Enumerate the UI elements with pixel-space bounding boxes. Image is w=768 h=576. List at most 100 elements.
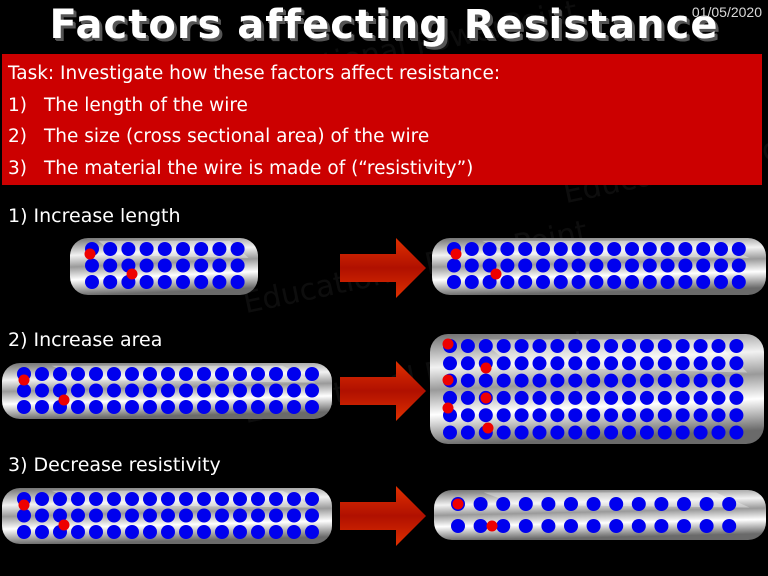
atom	[675, 356, 690, 371]
atom	[460, 408, 475, 423]
atom	[622, 390, 636, 405]
atom	[305, 367, 319, 381]
electron	[18, 374, 30, 386]
atom	[532, 356, 547, 371]
atom	[496, 408, 511, 423]
atom	[194, 242, 209, 256]
atom	[607, 275, 622, 289]
atom	[460, 373, 475, 388]
atom	[143, 383, 157, 398]
atom	[233, 508, 247, 523]
electron	[480, 392, 492, 404]
atom	[230, 242, 245, 256]
electron	[480, 362, 492, 374]
atom	[139, 275, 154, 289]
atom	[586, 373, 601, 388]
atom	[107, 400, 121, 414]
electron	[58, 394, 70, 406]
atom	[541, 497, 556, 511]
atom	[699, 519, 714, 533]
atom	[89, 367, 103, 381]
atom	[251, 400, 265, 414]
atom	[589, 242, 604, 256]
atom	[215, 383, 229, 398]
atom	[586, 519, 601, 533]
atom	[443, 356, 457, 371]
atom	[536, 275, 550, 289]
electron	[18, 499, 30, 511]
atom	[103, 275, 118, 289]
atom	[731, 275, 746, 289]
atom	[107, 525, 121, 539]
atom	[121, 242, 136, 256]
atom	[657, 373, 672, 388]
arrow-right-icon	[340, 361, 426, 421]
task-item-area: 2)The size (cross sectional area) of the…	[8, 126, 430, 147]
atom	[89, 383, 103, 398]
atom	[17, 383, 31, 398]
atom	[675, 390, 690, 405]
atom	[269, 492, 283, 506]
atom	[287, 525, 301, 539]
atom	[729, 356, 744, 371]
atom	[157, 258, 172, 273]
atom	[269, 383, 283, 398]
atom	[287, 508, 301, 523]
atom	[89, 400, 103, 414]
atom	[699, 497, 714, 511]
atom	[161, 400, 175, 414]
atom	[251, 367, 265, 381]
atom	[233, 525, 247, 539]
electron	[442, 338, 454, 350]
atom	[179, 383, 193, 398]
atom	[496, 497, 511, 511]
arrow-right-icon	[340, 486, 426, 546]
atom	[711, 425, 726, 440]
atom	[677, 497, 691, 511]
atom	[625, 242, 639, 256]
atom	[197, 367, 211, 381]
atom	[642, 242, 657, 256]
wire-high-resistivity	[2, 488, 332, 544]
atom	[125, 367, 139, 381]
atom	[251, 383, 265, 398]
atom	[89, 492, 103, 506]
atom	[230, 275, 245, 289]
atom	[586, 408, 601, 423]
atom	[35, 508, 49, 523]
atom	[482, 258, 497, 273]
atom	[85, 258, 99, 273]
atom	[305, 383, 319, 398]
atom	[287, 400, 301, 414]
atom	[197, 508, 211, 523]
atom	[675, 373, 690, 388]
task-box: Task: Investigate how these factors affe…	[2, 54, 762, 185]
electron	[442, 374, 454, 386]
atom	[496, 519, 511, 533]
atom	[194, 275, 209, 289]
atom	[89, 508, 103, 523]
atom	[514, 390, 529, 405]
atom	[230, 258, 245, 273]
atom	[553, 258, 568, 273]
atom	[622, 425, 636, 440]
atom	[161, 367, 175, 381]
atom	[107, 383, 121, 398]
atom	[514, 408, 529, 423]
atom	[157, 242, 172, 256]
atom	[553, 275, 568, 289]
atom	[711, 390, 726, 405]
atom	[473, 497, 488, 511]
atom	[85, 275, 99, 289]
atom	[251, 508, 265, 523]
atom	[536, 242, 550, 256]
atom	[604, 390, 619, 405]
atom	[460, 425, 475, 440]
atom	[568, 408, 583, 423]
atom	[586, 339, 601, 353]
atom	[532, 373, 547, 388]
atom	[269, 508, 283, 523]
atom	[532, 425, 547, 440]
atom	[125, 508, 139, 523]
atom	[631, 497, 646, 511]
